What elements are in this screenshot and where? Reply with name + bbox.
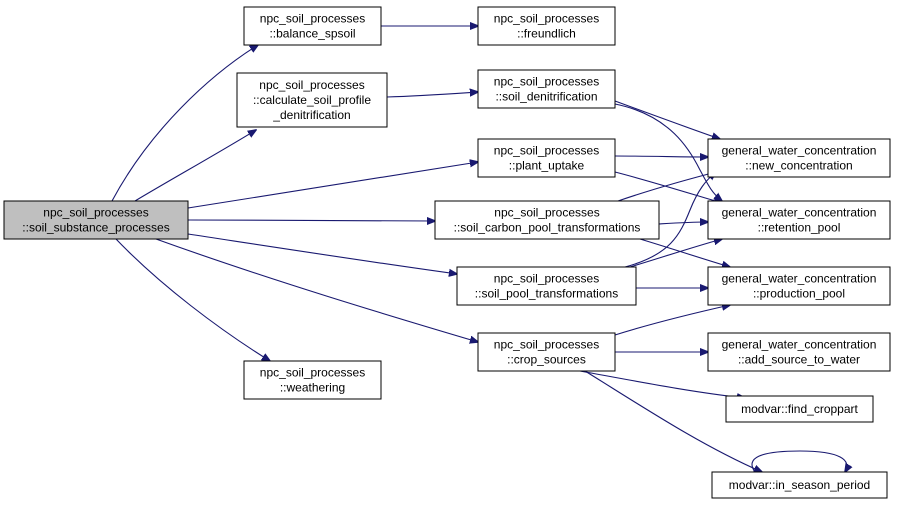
node-box (3, 200, 189, 240)
nodes-layer: npc_soil_processes::soil_substance_proce… (3, 6, 891, 499)
node-box (477, 69, 616, 109)
node-box (236, 72, 388, 128)
node-label-line: ::soil_pool_transformations (475, 287, 618, 301)
edge-plant-uptake-to-new-conc (614, 156, 708, 157)
node-freundlich[interactable]: npc_soil_processes::freundlich (477, 6, 616, 46)
edge-root-to-balance-spsoil (111, 45, 258, 202)
node-label-line: ::plant_uptake (509, 159, 585, 173)
node-label-line: ::soil_denitrification (495, 90, 597, 104)
node-weathering[interactable]: npc_soil_processes::weathering (243, 360, 382, 400)
node-label-line: ::add_source_to_water (738, 353, 860, 367)
edge-crop-sources-to-find-croppart (579, 370, 745, 398)
node-label-line: ::weathering (280, 381, 345, 395)
edge-crop-sources-to-production-pool (614, 305, 730, 336)
node-box (725, 395, 874, 423)
node-soil-denit[interactable]: npc_soil_processes::soil_denitrification (477, 69, 616, 109)
node-label-line: npc_soil_processes (260, 366, 365, 380)
node-box (707, 266, 891, 306)
edge-pool-trans-to-new-conc (624, 172, 716, 268)
node-label-line: npc_soil_processes (43, 206, 148, 220)
node-box (243, 6, 382, 46)
edge-root-to-crop-sources (155, 238, 478, 342)
node-label-line: npc_soil_processes (494, 75, 599, 89)
node-label-line: npc_soil_processes (494, 206, 599, 220)
node-carbon-pool[interactable]: npc_soil_processes::soil_carbon_pool_tra… (434, 200, 660, 240)
node-label-line: npc_soil_processes (494, 12, 599, 26)
node-box (243, 360, 382, 400)
node-label-line: general_water_concentration (722, 338, 877, 352)
edge-root-to-weathering (115, 238, 270, 361)
node-calc-denit[interactable]: npc_soil_processes::calculate_soil_profi… (236, 72, 388, 128)
node-label-line: _denitrification (272, 108, 350, 122)
node-label-line: ::new_concentration (745, 159, 852, 173)
edge-soil-denit-to-retention-pool (614, 103, 722, 201)
node-root[interactable]: npc_soil_processes::soil_substance_proce… (3, 200, 189, 240)
node-plant-uptake[interactable]: npc_soil_processes::plant_uptake (477, 138, 616, 178)
node-box (434, 200, 660, 240)
edge-soil-denit-to-new-conc (614, 100, 720, 139)
node-label-line: npc_soil_processes (260, 12, 365, 26)
node-label-line: ::retention_pool (758, 221, 841, 235)
node-label-line: ::balance_spsoil (269, 27, 355, 41)
node-label-line: npc_soil_processes (494, 338, 599, 352)
node-label-line: ::crop_sources (507, 353, 586, 367)
node-box (477, 332, 616, 372)
edge-pool-trans-to-retention-pool (629, 239, 722, 268)
node-new-conc[interactable]: general_water_concentration::new_concent… (707, 138, 891, 178)
node-crop-sources[interactable]: npc_soil_processes::crop_sources (477, 332, 616, 372)
edge-root-to-plant-uptake (187, 162, 478, 209)
node-label-line: modvar::in_season_period (729, 478, 870, 492)
node-box (456, 266, 637, 306)
node-production-pool[interactable]: general_water_concentration::production_… (707, 266, 891, 306)
edge-root-to-pool-trans (187, 233, 457, 274)
edge-carbon-pool-to-retention-pool (658, 222, 708, 224)
node-label-line: general_water_concentration (722, 206, 877, 220)
node-label-line: ::soil_carbon_pool_transformations (454, 221, 641, 235)
edge-root-to-calc-denit (134, 130, 256, 202)
node-box (477, 138, 616, 178)
node-label-line: general_water_concentration (722, 144, 877, 158)
node-label-line: npc_soil_processes (494, 144, 599, 158)
node-label-line: npc_soil_processes (259, 78, 364, 92)
node-box (477, 6, 616, 46)
node-label-line: ::freundlich (517, 27, 576, 41)
edge-plant-uptake-to-retention-pool (614, 171, 722, 203)
node-label-line: modvar::find_croppart (741, 402, 858, 416)
edge-crop-sources-to-in-season (584, 370, 762, 472)
edge-in-season-to-in-season (751, 450, 847, 472)
node-box (707, 332, 891, 372)
edge-calc-denit-to-soil-denit (386, 92, 478, 98)
node-label-line: npc_soil_processes (494, 272, 599, 286)
edge-carbon-pool-to-production-pool (639, 238, 730, 267)
node-label-line: ::production_pool (753, 287, 845, 301)
node-box (707, 138, 891, 178)
node-in-season[interactable]: modvar::in_season_period (711, 471, 888, 499)
node-label-line: ::soil_substance_processes (22, 221, 169, 235)
node-label-line: general_water_concentration (722, 272, 877, 286)
node-find-croppart[interactable]: modvar::find_croppart (725, 395, 874, 423)
edge-carbon-pool-to-new-conc (617, 171, 720, 202)
node-balance-spsoil[interactable]: npc_soil_processes::balance_spsoil (243, 6, 382, 46)
node-pool-trans[interactable]: npc_soil_processes::soil_pool_transforma… (456, 266, 637, 306)
edge-root-to-carbon-pool (187, 220, 435, 221)
node-add-source[interactable]: general_water_concentration::add_source_… (707, 332, 891, 372)
node-box (707, 200, 891, 240)
node-label-line: ::calculate_soil_profile (253, 93, 371, 107)
node-retention-pool[interactable]: general_water_concentration::retention_p… (707, 200, 891, 240)
node-box (711, 471, 888, 499)
